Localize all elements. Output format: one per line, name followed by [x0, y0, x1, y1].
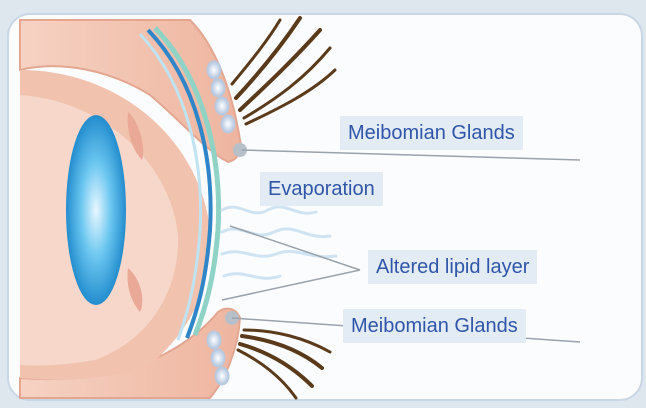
label-meibomian-glands-bottom: Meibomian Glands — [343, 309, 526, 343]
label-altered-lipid-layer: Altered lipid layer — [368, 250, 537, 284]
label-meibomian-glands-top: Meibomian Glands — [340, 116, 523, 150]
lens — [66, 115, 126, 305]
label-evaporation: Evaporation — [260, 172, 383, 206]
